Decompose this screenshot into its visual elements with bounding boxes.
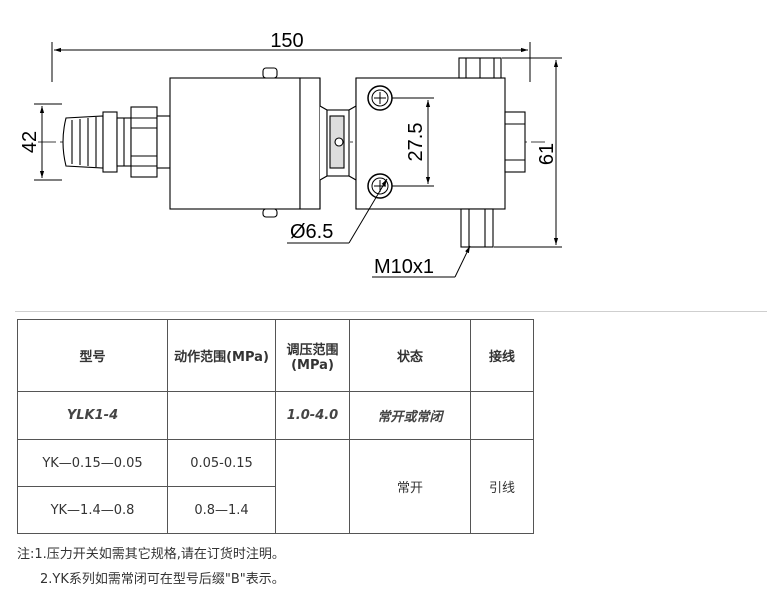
dim-width-label: 42 [19, 131, 41, 153]
dim-thread-label: M10x1 [374, 256, 434, 278]
cell-wiring [470, 391, 534, 440]
cell-state: 常开或常闭 [349, 391, 471, 440]
note-2: 2.YK系列如需常闭可在型号后缀"B"表示。 [40, 572, 285, 587]
switch-body [169, 57, 526, 248]
dim-length-label: 150 [270, 30, 303, 52]
spec-table: 型号 动作范围(MPa) 调压范围 (MPa) 状态 接线 YLK1-4 1.0… [17, 319, 534, 534]
table-row: YLK1-4 1.0-4.0 常开或常闭 [17, 391, 534, 440]
cell-wiring: 引线 [470, 439, 534, 534]
table-header-row: 型号 动作范围(MPa) 调压范围 (MPa) 状态 接线 [17, 319, 534, 392]
cell-action-range [167, 391, 276, 440]
section-divider [15, 311, 767, 312]
header-adjust-range: 调压范围 (MPa) [275, 319, 350, 392]
cell-model: YLK1-4 [17, 391, 168, 440]
cell-action-range: 0.8—1.4 [167, 486, 276, 534]
header-action-range: 动作范围(MPa) [167, 319, 276, 392]
mounting-holes [367, 85, 393, 199]
dimension-height [494, 57, 562, 248]
thread-leader [372, 245, 471, 278]
dim-spacing-label: 27.5 [405, 123, 427, 162]
cell-model: YK—1.4—0.8 [17, 486, 168, 534]
cell-adjust-range [275, 439, 350, 534]
dimension-length [51, 42, 531, 82]
cell-model: YK—0.15—0.05 [17, 439, 168, 487]
hole-leader [287, 178, 388, 244]
cell-adjust-range: 1.0-4.0 [275, 391, 350, 440]
header-adjust-range-line1: 调压范围 [286, 342, 339, 358]
dim-hole-label: Ø6.5 [290, 221, 333, 243]
header-model: 型号 [17, 319, 168, 392]
header-state: 状态 [349, 319, 471, 392]
technical-drawing: 150 42 [19, 30, 562, 278]
dimension-spacing [392, 97, 434, 187]
cell-action-range: 0.05-0.15 [167, 439, 276, 487]
header-adjust-range-line2: (MPa) [291, 357, 334, 373]
table-row: YK—1.4—0.8 0.8—1.4 [17, 486, 534, 534]
dim-height-label: 61 [536, 143, 558, 165]
table-row: YK—0.15—0.05 0.05-0.15 常开 引线 [17, 439, 534, 534]
note-1: 注:1.压力开关如需其它规格,请在订货时注明。 [17, 547, 285, 562]
cell-state: 常开 [349, 439, 471, 534]
header-wiring: 接线 [470, 319, 534, 392]
cable-gland [62, 106, 171, 178]
